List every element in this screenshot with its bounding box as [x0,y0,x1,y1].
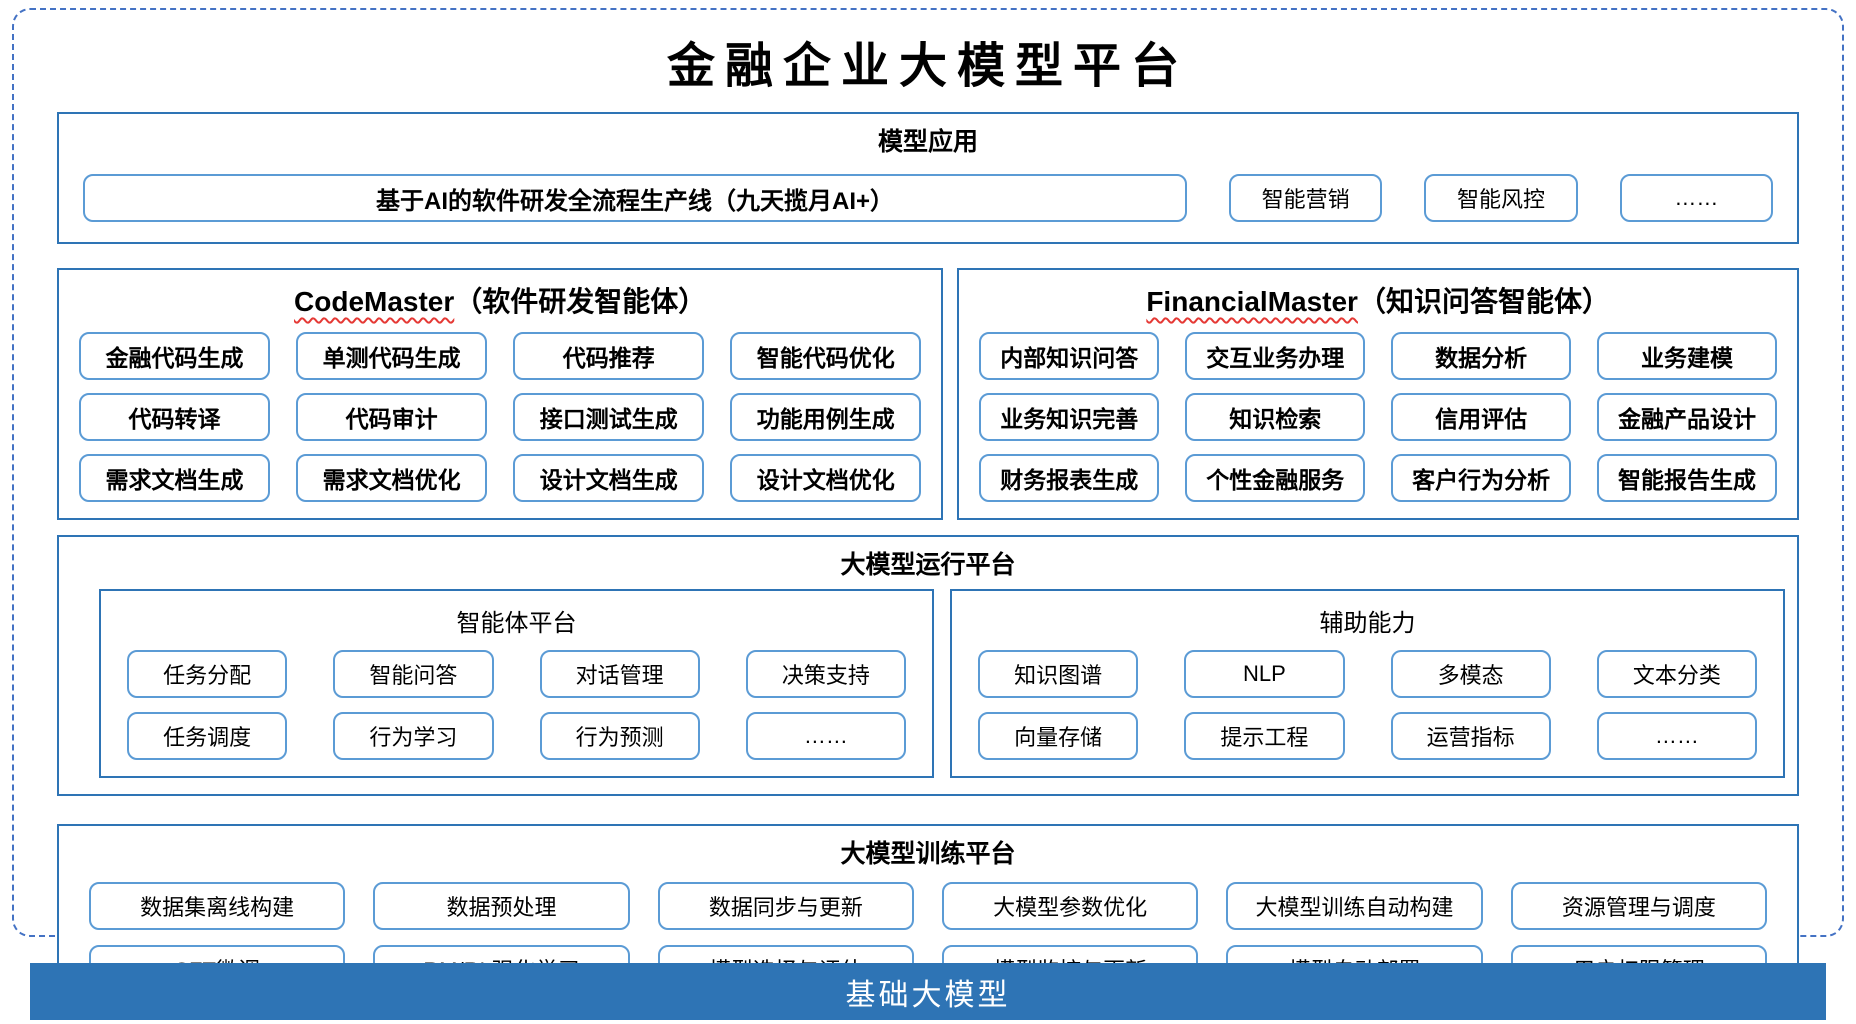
codemaster-grid: 金融代码生成单测代码生成代码推荐智能代码优化代码转译代码审计接口测试生成功能用例… [79,332,922,502]
training-item: 大模型参数优化 [942,882,1199,930]
agent-platform-box: 智能体平台 任务分配智能问答对话管理决策支持任务调度行为学习行为预测 …… [99,589,934,778]
codemaster-item: 需求文档生成 [79,454,271,502]
aux-ability-title: 辅助能力 [1319,610,1416,637]
page-title: 金融企业大模型平台 [666,38,1189,94]
section-model-app-title: 模型应用 [877,128,978,156]
foundation-model-bar: 基础大模型 [30,963,1826,1020]
financialmaster-item: 客户行为分析 [1391,454,1572,502]
app-main-pipeline: 基于AI的软件研发全流程生产线（九天揽月AI+） [83,174,1187,222]
financialmaster-item: 内部知识问答 [979,332,1160,380]
model-app-item: 智能风控 [1424,174,1578,222]
section-runtime-title: 大模型运行平台 [840,551,1016,579]
training-item: 数据同步与更新 [657,882,914,930]
model-app-item: …… [1619,174,1773,222]
agent-platform-title: 智能体平台 [456,610,577,637]
aux-ability-item: 知识图谱 [978,650,1139,698]
financialmaster-item: 金融产品设计 [1597,393,1777,441]
codemaster-item: 单测代码生成 [296,332,488,380]
aux-ability-item: 提示工程 [1184,712,1345,760]
aux-ability-box: 辅助能力 知识图谱 NLP 多模态文本分类向量存储提示工程运营指标 …… [950,589,1785,778]
aux-ability-item: NLP [1184,650,1345,698]
platform-outer-frame: 金融企业大模型平台 模型应用 基于AI的软件研发全流程生产线（九天揽月AI+） … [12,8,1844,1013]
codemaster-item: 设计文档优化 [730,454,922,502]
codemaster-title: CodeMaster（软件研发智能体） [79,280,921,320]
codemaster-item: 金融代码生成 [79,332,271,380]
codemaster-item: 智能代码优化 [730,332,922,380]
section-model-app: 模型应用 基于AI的软件研发全流程生产线（九天揽月AI+） 智能营销智能风控 …… [57,112,1799,244]
codemaster-item: 代码转译 [79,393,271,441]
codemaster-item: 设计文档生成 [513,454,705,502]
financialmaster-item: 知识检索 [1185,393,1366,441]
financialmaster-item: 业务建模 [1597,332,1777,380]
financialmaster-item: 数据分析 [1391,332,1572,380]
financialmaster-title: FinancialMaster（知识问答智能体） [979,280,1777,320]
codemaster-title-zh: （软件研发智能体） [454,286,707,317]
financialmaster-item: 信用评估 [1391,393,1572,441]
agent-platform-item: 行为学习 [333,712,494,760]
codemaster-title-en: CodeMaster [294,286,455,317]
financialmaster-item: 业务知识完善 [979,393,1160,441]
agent-platform-item: 智能问答 [333,650,494,698]
financialmaster-item: 财务报表生成 [979,454,1160,502]
agents-row: CodeMaster（软件研发智能体） 金融代码生成单测代码生成代码推荐智能代码… [57,268,1799,520]
codemaster-item: 代码审计 [296,393,488,441]
financialmaster-title-en: FinancialMaster [1146,286,1358,317]
agent-platform-item: 任务调度 [127,712,288,760]
section-training-title: 大模型训练平台 [840,840,1016,868]
section-codemaster: CodeMaster（软件研发智能体） 金融代码生成单测代码生成代码推荐智能代码… [57,268,944,520]
section-runtime: 大模型运行平台 智能体平台 任务分配智能问答对话管理决策支持任务调度行为学习行为… [57,535,1799,796]
financialmaster-item: 交互业务办理 [1185,332,1366,380]
model-app-item: 智能营销 [1229,174,1383,222]
agent-platform-grid: 任务分配智能问答对话管理决策支持任务调度行为学习行为预测 …… [127,650,906,760]
financialmaster-item: 个性金融服务 [1185,454,1366,502]
training-item: 数据集离线构建 [89,882,346,930]
codemaster-item: 代码推荐 [513,332,705,380]
financialmaster-grid: 内部知识问答交互业务办理数据分析业务建模业务知识完善知识检索信用评估金融产品设计… [979,332,1777,502]
model-app-row: 基于AI的软件研发全流程生产线（九天揽月AI+） 智能营销智能风控 …… [59,164,1797,242]
aux-ability-item: 多模态 [1390,650,1551,698]
codemaster-item: 接口测试生成 [513,393,705,441]
aux-ability-item: 向量存储 [978,712,1139,760]
training-item: 数据预处理 [373,882,630,930]
foundation-model-label: 基础大模型 [845,978,1011,1012]
agent-platform-item: 行为预测 [539,712,700,760]
financialmaster-title-zh: （知识问答智能体） [1357,286,1610,317]
training-item: 资源管理与调度 [1510,882,1767,930]
aux-ability-item: 文本分类 [1596,650,1757,698]
aux-ability-grid: 知识图谱 NLP 多模态文本分类向量存储提示工程运营指标 …… [978,650,1757,760]
section-financialmaster: FinancialMaster（知识问答智能体） 内部知识问答交互业务办理数据分… [957,268,1799,520]
agent-platform-item: 对话管理 [539,650,700,698]
agent-platform-item: 任务分配 [127,650,288,698]
financialmaster-item: 智能报告生成 [1597,454,1777,502]
aux-ability-item: 运营指标 [1390,712,1551,760]
codemaster-item: 功能用例生成 [730,393,922,441]
model-app-items: 智能营销智能风控 …… [1229,174,1773,222]
agent-platform-item: 决策支持 [745,650,906,698]
training-item: 大模型训练自动构建 [1226,882,1483,930]
aux-ability-item: …… [1596,712,1757,760]
agent-platform-item: …… [745,712,906,760]
runtime-columns: 智能体平台 任务分配智能问答对话管理决策支持任务调度行为学习行为预测 …… 辅助能… [59,587,1797,778]
codemaster-item: 需求文档优化 [296,454,488,502]
